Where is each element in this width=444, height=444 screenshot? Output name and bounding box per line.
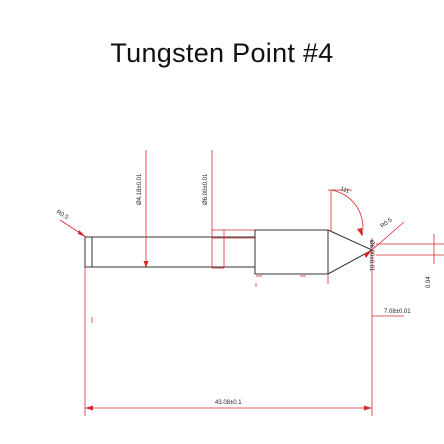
dimension-side-diameter: Ø6.00±0.01	[368, 240, 374, 272]
dimension-large-diameter: Ø6.00±0.01	[203, 173, 209, 205]
dimension-lines	[59, 150, 444, 416]
part-outline	[84, 229, 374, 275]
dimension-tip-length: 0.94	[426, 276, 432, 288]
page-title: Tungsten Point #4	[110, 38, 334, 68]
small-shank	[84, 236, 256, 268]
large-body	[254, 229, 329, 275]
dimension-radius-tip: R0.5	[380, 217, 394, 230]
dimension-small-diameter: Ø4.18±0.01	[137, 173, 143, 205]
dimension-angle: 111°	[339, 186, 352, 196]
dimension-total-length: 43.08±0.1	[215, 400, 242, 406]
arrowheads	[78, 228, 372, 411]
cone-tip	[327, 229, 374, 275]
dimension-radius-left: R0.5	[55, 210, 70, 222]
dimension-cone-length: 7.08±0.01	[384, 309, 411, 315]
